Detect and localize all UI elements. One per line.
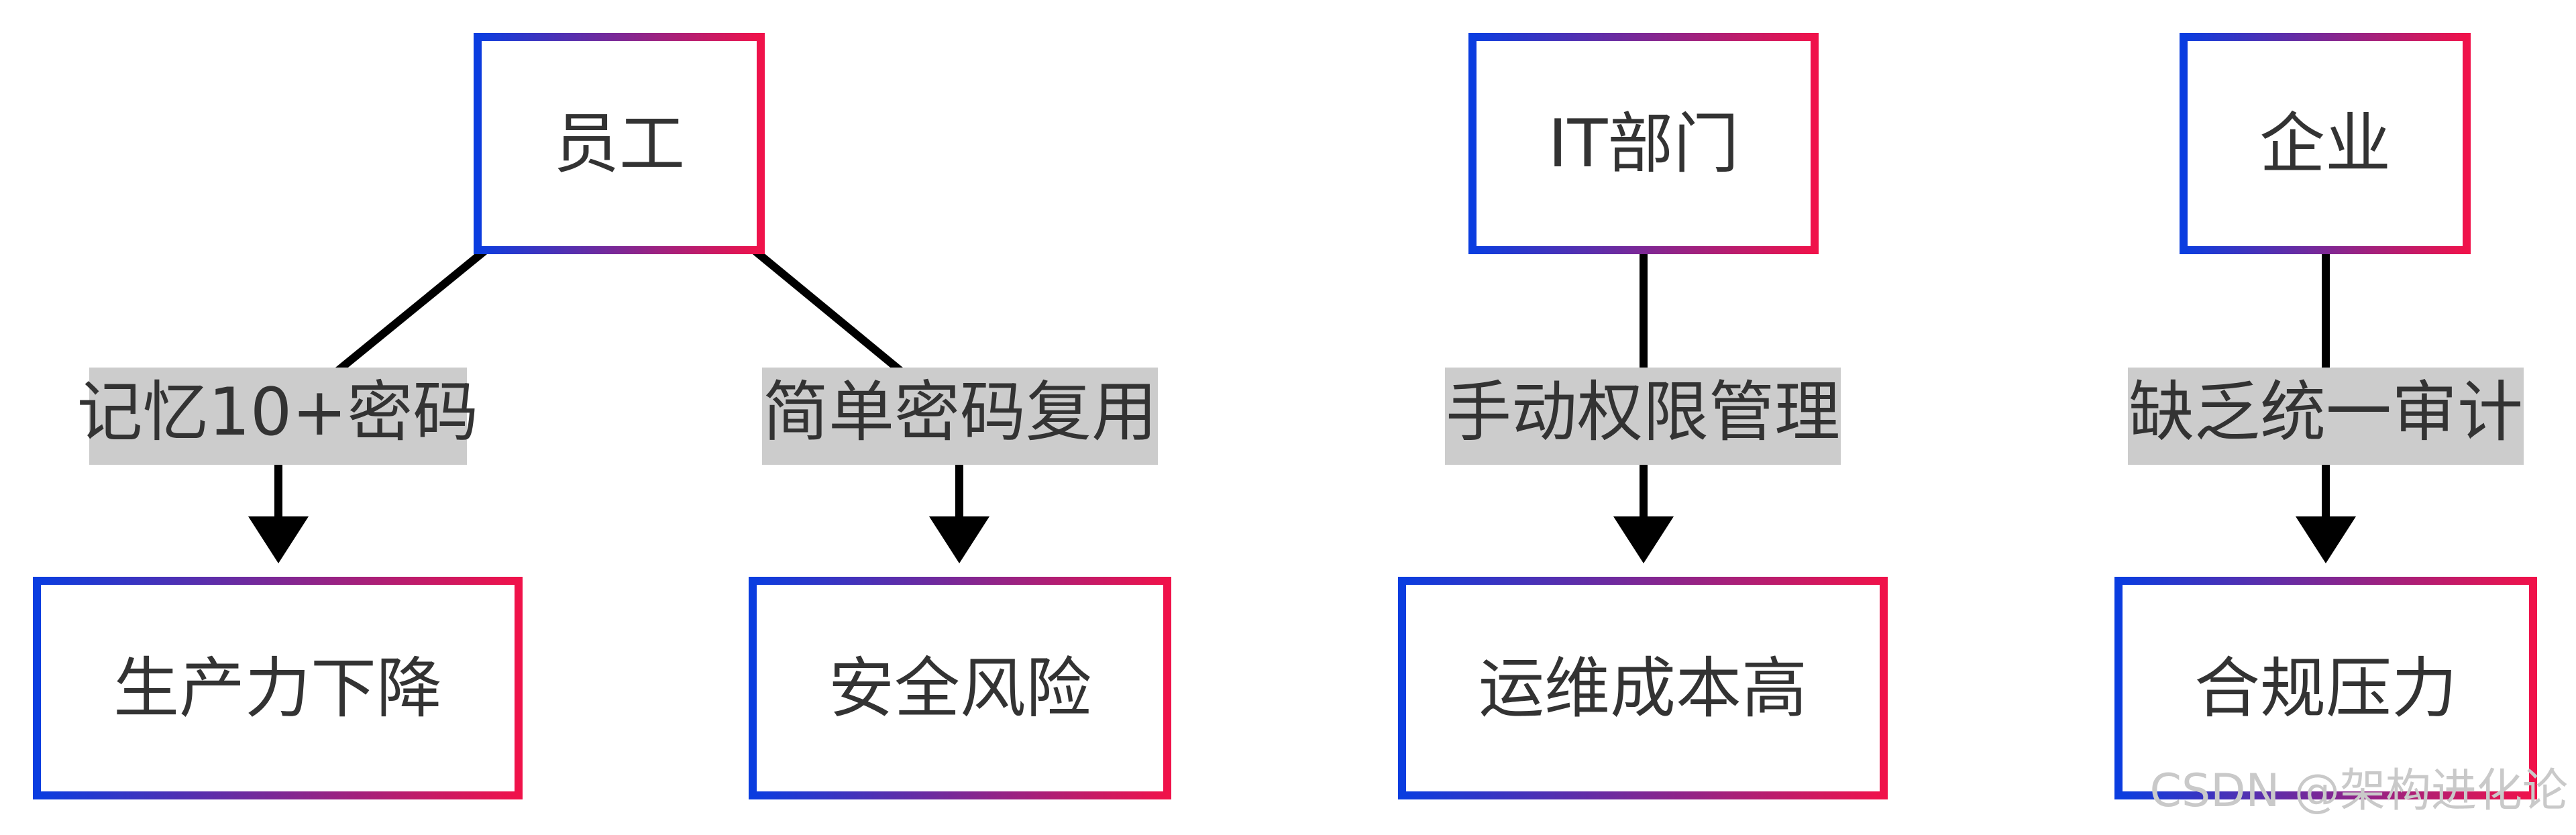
edge-label-bg <box>2128 368 2524 465</box>
node-box <box>1468 33 1819 254</box>
edge-label-bg <box>89 368 467 465</box>
edge-no-unified-audit: 缺乏统一审计 <box>2128 250 2524 563</box>
edge-label-reuse-simple-passwords: 简单密码复用 <box>763 374 1157 451</box>
node-box <box>2114 577 2537 799</box>
node-box <box>1398 577 1888 799</box>
edge-manual-permissions: 手动权限管理 <box>1445 250 1841 563</box>
edge-remember-passwords: 记忆10+密码 <box>77 243 492 563</box>
node-label-compliance-pressure: 合规压力 <box>2194 651 2457 727</box>
arrowhead <box>1613 516 1674 563</box>
node-enterprise: 企业 <box>2180 33 2471 254</box>
node-employee: 员工 <box>474 33 765 254</box>
node-label-productivity-drop: 生产力下降 <box>113 651 442 727</box>
node-label-ops-cost: 运维成本高 <box>1479 651 1807 727</box>
node-label-enterprise: 企业 <box>2259 106 2391 182</box>
flow-enterprise: 缺乏统一审计 企业 合规压力 <box>2114 33 2537 799</box>
edge-label-bg <box>1445 368 1841 465</box>
node-label-employee: 员工 <box>553 106 685 182</box>
edge-label-manual-permissions: 手动权限管理 <box>1446 374 1840 451</box>
node-compliance-pressure: 合规压力 <box>2114 577 2537 799</box>
arrowhead <box>248 516 309 563</box>
edge-label-no-unified-audit: 缺乏统一审计 <box>2129 374 2523 451</box>
node-box <box>33 577 523 799</box>
edge-label-remember-passwords: 记忆10+密码 <box>77 374 479 451</box>
edge-label-bg <box>762 368 1158 465</box>
arrowhead <box>929 516 989 563</box>
node-ops-cost: 运维成本高 <box>1398 577 1888 799</box>
node-label-security-risk: 安全风险 <box>828 651 1091 727</box>
edge-reuse-simple-passwords: 简单密码复用 <box>747 243 1158 563</box>
node-it-dept: IT部门 <box>1468 33 1819 254</box>
watermark: CSDN @架构进化论 <box>2150 765 2569 818</box>
node-box <box>749 577 1171 799</box>
node-label-it-dept: IT部门 <box>1548 106 1739 182</box>
node-box <box>474 33 765 254</box>
node-box <box>2180 33 2471 254</box>
node-productivity-drop: 生产力下降 <box>33 577 523 799</box>
node-security-risk: 安全风险 <box>749 577 1171 799</box>
flow-employee: 记忆10+密码 简单密码复用 员工 生产力下降 安全风险 <box>33 33 1171 799</box>
arrowhead <box>2296 516 2356 563</box>
flow-it-dept: 手动权限管理 IT部门 运维成本高 <box>1398 33 1888 799</box>
